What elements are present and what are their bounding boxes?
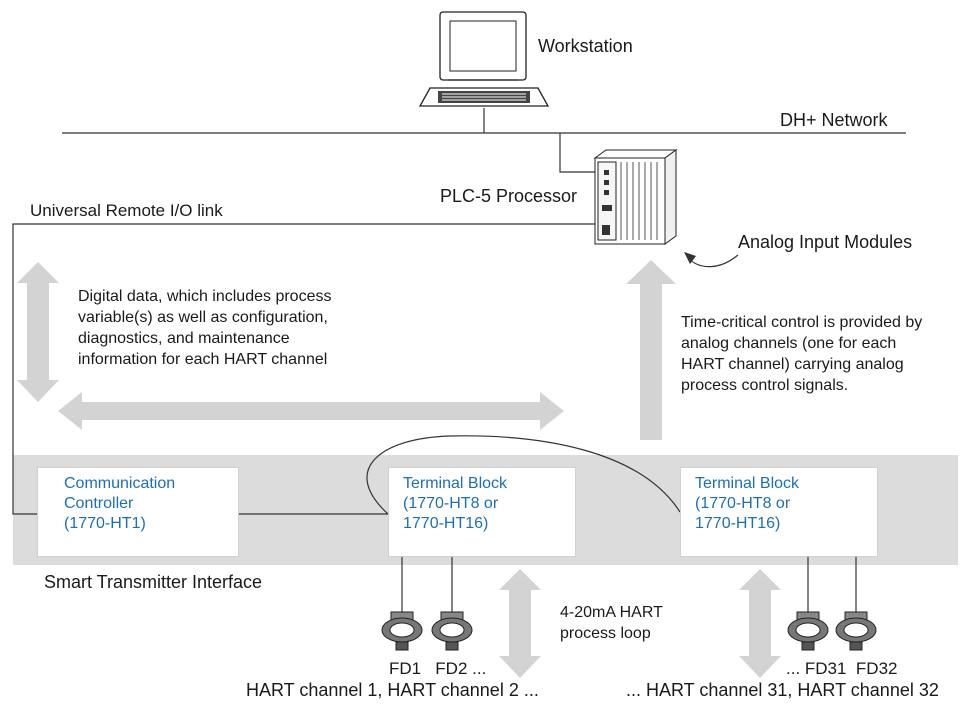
- analog-modules-pointer-head: [684, 252, 696, 264]
- plc-drop: [559, 133, 598, 173]
- remote-io-link-line: [12, 223, 598, 515]
- digital-data-note: Digital data, which includes process var…: [78, 286, 331, 370]
- smart-transmitter-interface-label: Smart Transmitter Interface: [44, 572, 263, 592]
- digital-data-horizontal-arrow: [58, 392, 564, 430]
- comm-controller-line-3: (1770-HT1): [64, 515, 146, 532]
- terminal-block-link-curve: [366, 435, 681, 515]
- terminal-block-1-line-3: 1770-HT16): [403, 515, 489, 532]
- digital-data-line-3: diagnostics, and maintenance: [78, 330, 290, 347]
- fd-left-label: FD1 FD2 ...: [389, 659, 487, 678]
- time-critical-line-2: analog channels (one for each: [681, 335, 897, 352]
- hart-channels-left-label: HART channel 1, HART channel 2 ...: [246, 680, 539, 700]
- fd-right-label: ... FD31 FD32: [786, 659, 898, 678]
- digital-data-vertical-arrow: [17, 262, 59, 402]
- fd31-transmitter-icon: [787, 611, 829, 651]
- terminal-block-2-line-1: Terminal Block: [695, 475, 800, 492]
- loop-arrow-right: [739, 569, 781, 678]
- time-critical-line-1: Time-critical control is provided by: [681, 314, 923, 331]
- loop-arrow-left: [499, 569, 541, 678]
- analog-modules-pointer: [687, 254, 739, 268]
- analog-up-arrow: [626, 260, 676, 440]
- time-critical-line-3: HART channel) carrying analog: [681, 356, 904, 373]
- analog-input-modules-label: Analog Input Modules: [738, 232, 913, 252]
- flow-arrows: [17, 260, 781, 678]
- fd2-transmitter-icon: [431, 611, 473, 651]
- workstation-icon: [418, 11, 550, 107]
- fd1-transmitter-icon: [381, 611, 423, 651]
- hart-channels-right-label: ... HART channel 31, HART channel 32: [626, 680, 939, 700]
- process-loop-line-1: 4-20mA HART: [560, 604, 663, 621]
- process-loop-label: 4-20mA HART process loop: [560, 602, 663, 644]
- dh-network-label: DH+ Network: [780, 110, 888, 130]
- workstation-label: Workstation: [538, 36, 633, 56]
- terminal-block-1-line-2: (1770-HT8 or: [403, 495, 499, 512]
- terminal-block-1-line-1: Terminal Block: [403, 475, 508, 492]
- digital-data-line-2: variable(s) as well as configuration,: [78, 309, 328, 326]
- terminal-block-2-line-3: 1770-HT16): [695, 515, 781, 532]
- comm-controller-line-1: Communication: [64, 475, 176, 492]
- comm-controller-line-2: Controller: [64, 495, 134, 512]
- plc-processor-label: PLC-5 Processor: [440, 186, 578, 206]
- remote-io-link-label: Universal Remote I/O link: [30, 201, 223, 220]
- plc-chassis-icon: [593, 149, 678, 245]
- terminal-block-1-box: Terminal Block (1770-HT8 or 1770-HT16): [388, 467, 576, 557]
- digital-data-line-1: Digital data, which includes process: [78, 288, 332, 305]
- terminal-block-2-box: Terminal Block (1770-HT8 or 1770-HT16): [680, 467, 878, 557]
- process-loop-line-2: process loop: [560, 625, 651, 642]
- terminal-block-2-line-2: (1770-HT8 or: [695, 495, 791, 512]
- time-critical-line-4: process control signals.: [681, 377, 849, 394]
- digital-data-line-4: information for each HART channel: [78, 351, 328, 368]
- time-critical-note: Time-critical control is provided by ana…: [681, 312, 922, 396]
- fd32-transmitter-icon: [835, 611, 877, 651]
- communication-controller-box: Communication Controller (1770-HT1): [37, 467, 239, 557]
